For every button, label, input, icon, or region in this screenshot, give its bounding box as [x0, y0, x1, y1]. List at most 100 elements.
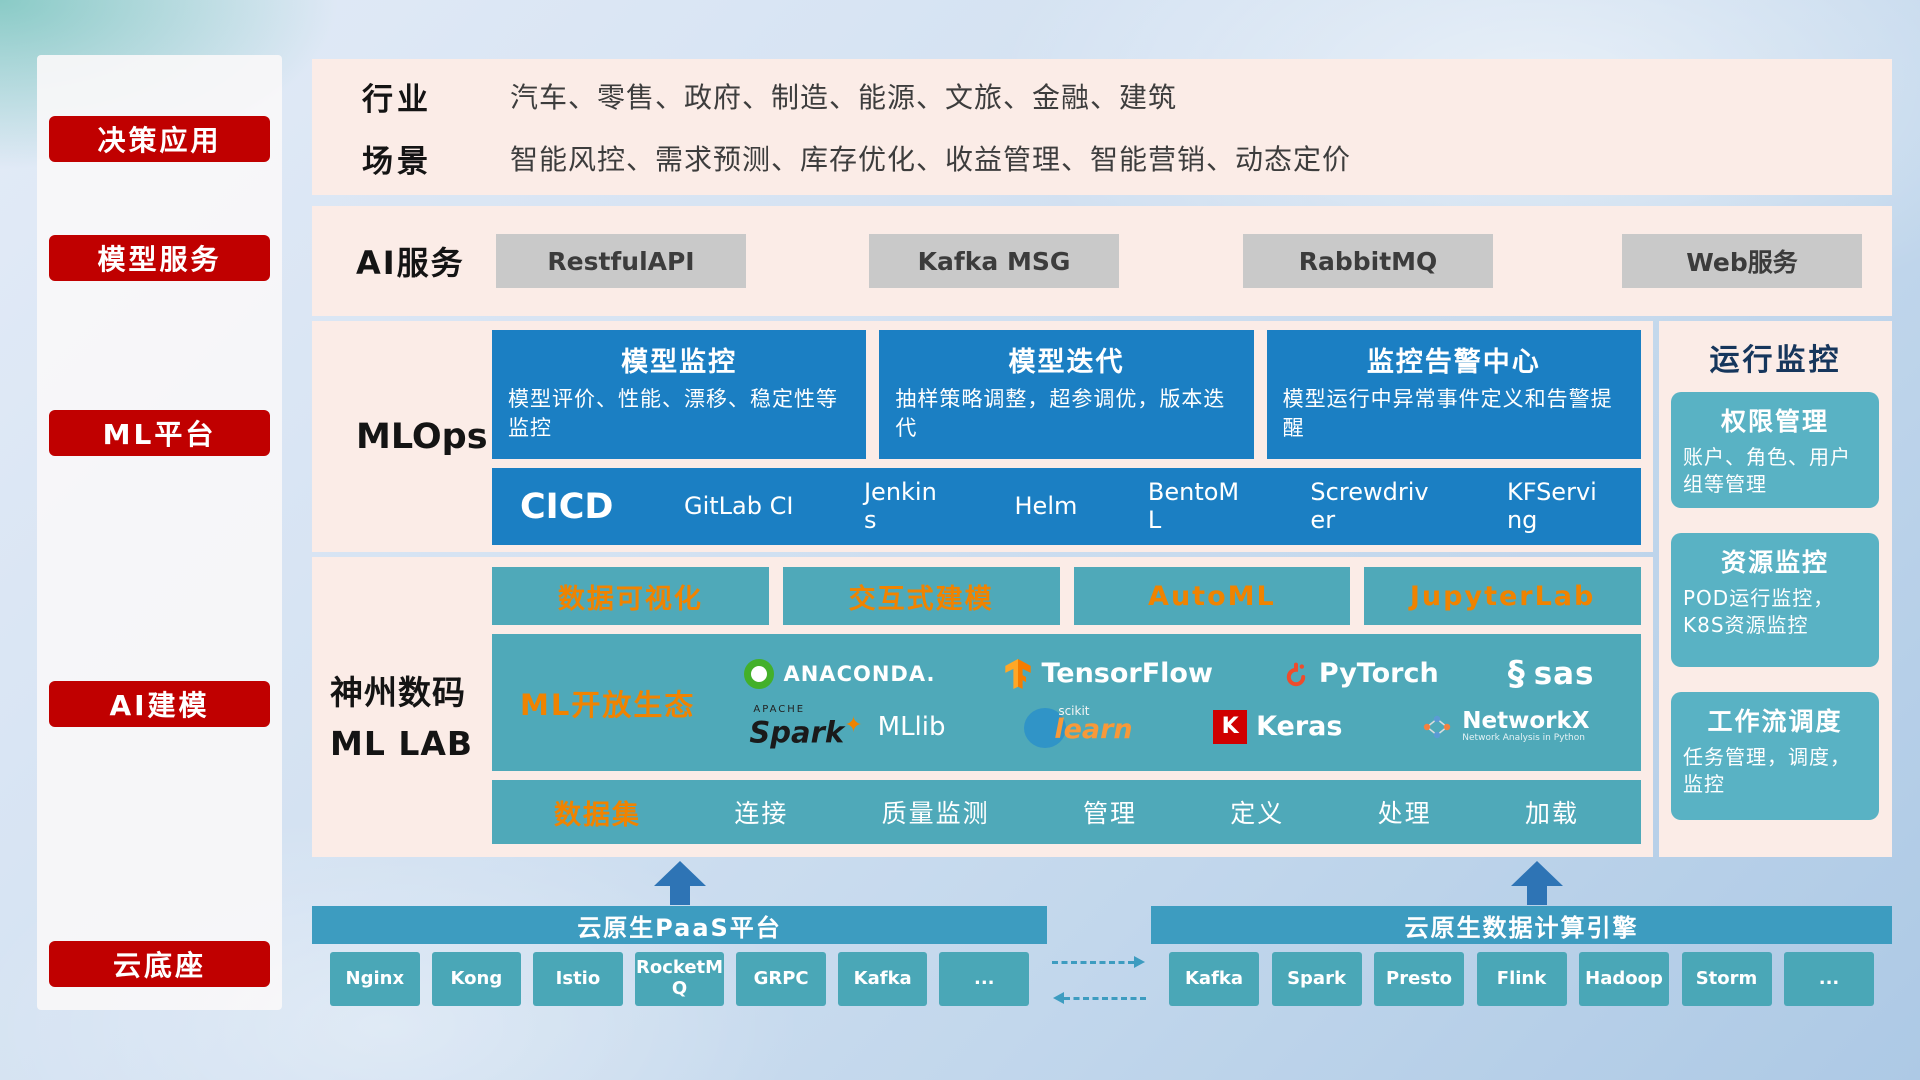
tool-gitlab-ci: GitLab CI — [683, 491, 794, 520]
sas-label: sas — [1533, 655, 1595, 692]
dataset-pipeline-row: 数据集 连接 质量监测 管理 定义 处理 加载 — [492, 780, 1641, 844]
cicd-title: CICD — [520, 486, 614, 527]
service-rabbitmq: RabbitMQ — [1243, 234, 1493, 288]
spark-star-icon: ✦ — [844, 713, 863, 739]
spark-wordmark: APACHE Spark✦ — [749, 705, 862, 748]
scenario-row: 场景 智能风控、需求预测、库存优化、收益管理、智能营销、动态定价 — [312, 136, 1892, 181]
learn-label: learn — [1054, 713, 1133, 745]
mlops-label: MLOps — [356, 416, 488, 457]
tool-screwdriver: Screwdriver — [1310, 477, 1429, 534]
mllab-label: 神州数码 ML LAB — [330, 667, 490, 769]
anaconda-icon — [744, 658, 775, 689]
component-more: ... — [1784, 952, 1874, 1006]
pipeline-load: 加载 — [1524, 799, 1579, 828]
card-title: 工作流调度 — [1707, 707, 1843, 736]
networkx-wordmark: NetworkX Network Analysis in Python — [1462, 707, 1590, 744]
card-title: 资源监控 — [1720, 548, 1829, 577]
card-desc: 模型评价、性能、漂移、稳定性等监控 — [508, 387, 838, 441]
card-resource-monitor: 资源监控 POD运行监控，K8S资源监控 — [1671, 533, 1879, 667]
mllab-label-line1: 神州数码 — [330, 673, 466, 712]
up-arrow-engine-icon — [1511, 861, 1563, 905]
tool-jenkins: Jenkins — [863, 477, 937, 534]
component-kafka: Kafka — [1169, 952, 1259, 1006]
data-exchange-arrows — [1052, 952, 1148, 1010]
ml-ecosystem-label: ML开放生态 — [520, 687, 696, 722]
tool-helm: Helm — [1014, 491, 1078, 520]
mllab-label-line2: ML LAB — [330, 724, 474, 764]
logo-tensorflow: TensorFlow — [1004, 658, 1213, 689]
component-flink: Flink — [1476, 952, 1567, 1006]
sas-icon: § — [1507, 653, 1525, 694]
scikit-label: scikit — [1058, 703, 1090, 718]
tool-data-visualization: 数据可视化 — [492, 567, 769, 625]
arrow-head — [654, 861, 706, 886]
tool-automl: AutoML — [1073, 567, 1351, 625]
component-presto: Presto — [1374, 952, 1464, 1006]
industry-list: 汽车、零售、政府、制造、能源、文旅、金融、建筑 — [510, 81, 1178, 114]
networkx-icon — [1424, 715, 1451, 738]
networkx-label: NetworkX — [1462, 707, 1590, 734]
mlops-cards: 模型监控 模型评价、性能、漂移、稳定性等监控 模型迭代 抽样策略调整，超参调优，… — [492, 330, 1641, 459]
arrow-stem — [670, 886, 690, 905]
logo-scikit-learn: scikit learn — [1024, 704, 1134, 750]
networkx-subtitle: Network Analysis in Python — [1462, 733, 1585, 744]
scenario-label: 场景 — [362, 143, 432, 180]
keras-icon: K — [1213, 709, 1248, 744]
tool-bentoml: BentoML — [1147, 477, 1240, 534]
card-workflow-scheduler: 工作流调度 任务管理，调度，监控 — [1671, 692, 1879, 820]
pytorch-icon — [1286, 662, 1306, 686]
anaconda-label: ANACONDA. — [783, 661, 936, 686]
sidebar-item-ml-platform: ML平台 — [49, 410, 270, 456]
pipeline-process: 处理 — [1377, 799, 1432, 828]
scikit-circle-icon — [1024, 707, 1067, 748]
mllib-label: MLlib — [877, 711, 946, 742]
component-storm: Storm — [1681, 952, 1772, 1006]
logo-networkx: NetworkX Network Analysis in Python — [1421, 707, 1590, 744]
spark-label: Spark✦ — [749, 713, 863, 750]
sidebar-item-model-service: 模型服务 — [49, 235, 270, 281]
card-desc: POD运行监控，K8S资源监控 — [1683, 586, 1835, 637]
paas-components: Nginx Kong Istio RocketMQ GRPC Kafka ... — [312, 951, 1047, 1007]
apache-label: APACHE — [753, 704, 806, 716]
tensorflow-label: TensorFlow — [1041, 658, 1213, 689]
left-sidebar: 决策应用 模型服务 ML平台 AI建模 云底座 — [37, 55, 282, 1010]
engine-bar-title: 云原生数据计算引擎 — [1151, 906, 1892, 944]
component-nginx: Nginx — [330, 952, 420, 1006]
ecosystem-logos: ANACONDA. TensorFlow — [710, 656, 1641, 750]
industry-scenario-panel: 行业 汽车、零售、政府、制造、能源、文旅、金融、建筑 场景 智能风控、需求预测、… — [312, 59, 1892, 195]
tool-interactive-modeling: 交互式建模 — [782, 567, 1060, 625]
arrow-right-head — [1134, 956, 1145, 968]
mllab-tools-row: 数据可视化 交互式建模 AutoML JupyterLab — [492, 567, 1641, 625]
logo-spark-mllib: APACHE Spark✦ MLlib — [749, 705, 945, 748]
runtime-monitor-title: 运行监控 — [1709, 343, 1842, 378]
scenario-list: 智能风控、需求预测、库存优化、收益管理、智能营销、动态定价 — [510, 143, 1352, 176]
keras-label: Keras — [1256, 711, 1343, 742]
engine-components: Kafka Spark Presto Flink Hadoop Storm ..… — [1151, 951, 1892, 1007]
sidebar-item-cloud-base: 云底座 — [49, 941, 270, 987]
card-model-monitoring: 模型监控 模型评价、性能、漂移、稳定性等监控 — [492, 330, 867, 459]
component-rocketmq: RocketMQ — [634, 952, 725, 1006]
service-restfulapi: RestfulAPI — [496, 234, 746, 288]
component-kong: Kong — [431, 952, 522, 1006]
paas-bar-title: 云原生PaaS平台 — [312, 906, 1047, 944]
tensorflow-icon — [1005, 658, 1032, 689]
mlops-panel: MLOps 模型监控 模型评价、性能、漂移、稳定性等监控 模型迭代 抽样策略调整… — [312, 321, 1653, 552]
card-alert-center: 监控告警中心 模型运行中异常事件定义和告警提醒 — [1266, 330, 1641, 459]
arrow-stem — [1527, 886, 1547, 905]
arrow-left-head — [1053, 992, 1064, 1004]
card-model-iteration: 模型迭代 抽样策略调整，超参调优，版本迭代 — [879, 330, 1254, 459]
ai-service-panel: AI服务 RestfulAPI Kafka MSG RabbitMQ Web服务 — [312, 206, 1892, 316]
pipeline-connect: 连接 — [734, 799, 789, 828]
mllab-panel: 神州数码 ML LAB 数据可视化 交互式建模 AutoML JupyterLa… — [312, 557, 1653, 857]
component-more: ... — [939, 952, 1030, 1006]
logo-row-2: APACHE Spark✦ MLlib scikit learn K — [710, 704, 1629, 750]
up-arrow-paas-icon — [654, 861, 706, 905]
card-title: 监控告警中心 — [1366, 347, 1541, 378]
card-permission-mgmt: 权限管理 账户、角色、用户组等管理 — [1671, 392, 1879, 508]
pipeline-manage: 管理 — [1082, 799, 1137, 828]
logo-row-1: ANACONDA. TensorFlow — [710, 656, 1629, 692]
card-desc: 抽样策略调整，超参调优，版本迭代 — [895, 387, 1226, 441]
card-title: 模型迭代 — [1008, 347, 1125, 378]
sidebar-item-ai-modeling: AI建模 — [49, 681, 270, 727]
